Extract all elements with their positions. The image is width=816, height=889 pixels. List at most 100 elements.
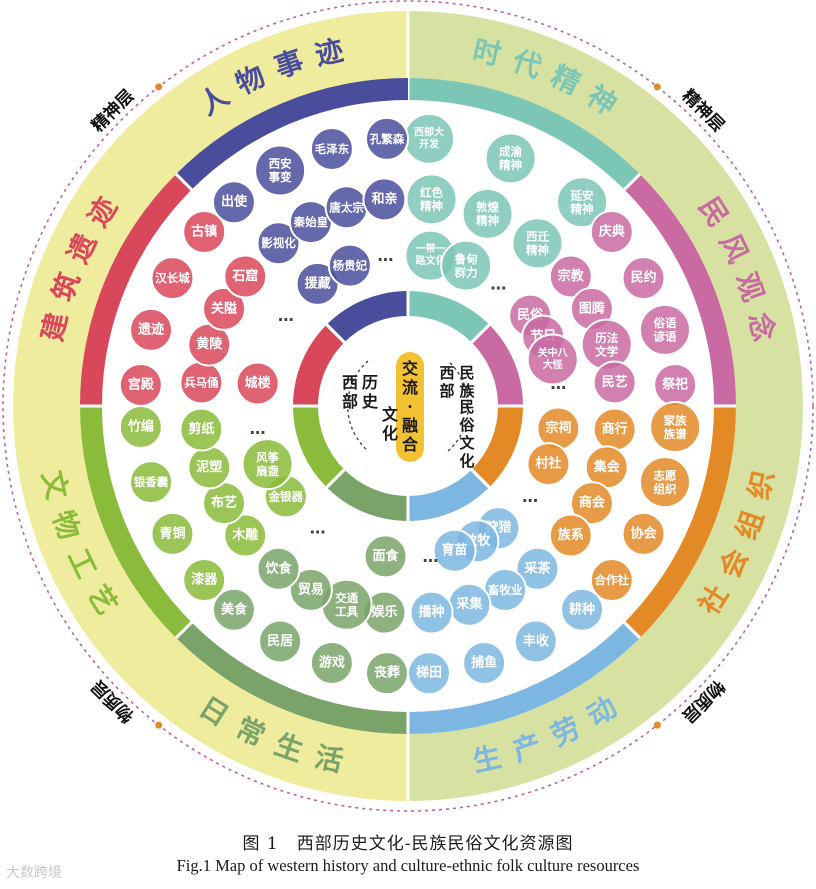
center-middle-label: · [407, 397, 413, 416]
sector-item-label: 丧葬 [374, 665, 400, 681]
sector-item-label: 银香囊 [134, 475, 169, 489]
sector-item-label: 商行 [602, 421, 628, 437]
sector-item-label: 谚语 [653, 330, 676, 344]
sector-item-jianzhu: 兵马俑 [179, 360, 224, 405]
sector-item-label: 梯田 [416, 665, 442, 681]
sector-item-bubble [621, 256, 666, 301]
inner-band-separator [325, 468, 346, 489]
sector-item-bubble [621, 511, 666, 556]
center-left-label: 历 [362, 373, 378, 392]
sector-item-bubble [556, 176, 609, 229]
figure-caption-chinese: 图 1 西部历史文化-民族民俗文化资源图 [242, 834, 574, 854]
sector-item-renwu: 和亲 [362, 177, 407, 222]
center-left-dashed-arrow [347, 360, 369, 452]
sector-item-bubble [256, 221, 301, 266]
inner-band-separator [470, 468, 491, 489]
sector-item-richang: 丧葬 [364, 651, 409, 696]
sector-item-label: 图腾 [579, 300, 606, 316]
figure-caption-english: Fig.1 Map of western history and culture… [176, 856, 640, 875]
sector-item-shidai: … [490, 274, 506, 293]
sector-item-bubble [211, 587, 256, 632]
sector-item-shehui: 商行 [592, 407, 637, 452]
sector-item-jianzhu: 遗迹 [129, 307, 174, 352]
center-right-label: 部 [439, 382, 454, 400]
sector-item-wenwu: 竹编 [118, 405, 163, 450]
sector-inner-band-shidai [408, 291, 490, 343]
sector-item-shehui: 族系 [548, 513, 593, 558]
sector-item-label: 出使 [221, 194, 248, 210]
sector-item-label: 青铜 [159, 525, 185, 541]
center-middle-label: 交 [402, 359, 418, 378]
sector-item-wenwu: 泥塑 [187, 445, 232, 490]
sector-item-label: 文学 [595, 344, 618, 358]
sector-item-minfeng: 民艺 [592, 360, 637, 405]
sector-item-bubble [560, 587, 605, 632]
level-arrow-marker [155, 83, 163, 91]
sector-item-label: 西部大 [414, 125, 444, 138]
sector-item-bubble [515, 546, 560, 591]
sector-outer-band-shidai [408, 78, 640, 190]
sector-item-wenwu: 木雕 [223, 513, 268, 558]
sector-item-wenwu: 剪纸 [179, 407, 224, 452]
sector-item-label: 孔繁森 [370, 132, 405, 146]
sector-item-label: 布艺 [211, 495, 237, 511]
sector-item-label: 毛泽东 [315, 142, 350, 156]
sector-item-bubble [526, 333, 579, 386]
sector-item-label: 宗教 [558, 268, 585, 284]
sector-item-label: 美食 [221, 601, 248, 617]
center-right-label: 俗 [458, 416, 475, 434]
sector-item-bubble [129, 307, 174, 352]
sector-item-label: 兵马俑 [184, 375, 219, 389]
sector-item-label: 丰收 [523, 633, 550, 649]
sector-item-shehui: 商会 [569, 481, 614, 526]
sector-jianzhu [80, 174, 345, 408]
center-right-label: 化 [459, 452, 474, 470]
sector-outer-band-wenwu [80, 406, 192, 638]
sector-item-label: 关中八 [538, 346, 569, 359]
sector-item-bubble [327, 243, 372, 288]
sector-item-label: 宫殿 [128, 376, 155, 392]
sector-item-bubble [461, 187, 514, 240]
sector-item-richang: … [310, 519, 326, 538]
sector-item-bubble [223, 513, 268, 558]
sector-item-bubble [129, 460, 174, 505]
sector-item-minfeng: 祭祀 [653, 362, 698, 407]
sector-shehui [471, 404, 736, 638]
sector-item-renwu: 援藏 [295, 261, 340, 306]
sector-item-label: 家族 [664, 413, 687, 427]
sector-item-label: 红色 [420, 186, 443, 200]
sector-item-bubble [202, 286, 247, 331]
sector-item-bubble [288, 567, 333, 612]
center-right-label: 族 [459, 382, 475, 400]
sector-item-label: 协会 [631, 525, 658, 541]
sector-item-bubble [364, 651, 409, 696]
sector-item-jianzhu: 宫殿 [118, 362, 163, 407]
sector-item-renwu: 影视化 [256, 221, 301, 266]
sector-item-label: … [490, 274, 506, 293]
sector-item-shehui: … [522, 487, 538, 506]
center-right-label: 民 [459, 398, 474, 416]
sector-item-richang: 游戏 [309, 640, 354, 685]
sector-item-minfeng: 宗教 [548, 254, 593, 299]
sector-inner-band-minfeng [471, 324, 523, 406]
sector-item-bubble [150, 256, 195, 301]
sector-item-label: 贸易 [298, 581, 324, 597]
level-label-bottom-left-bg [83, 672, 142, 731]
sector-item-shengchan: … [422, 547, 438, 566]
sector-item-label: 石窟 [231, 268, 258, 284]
sector-item-label: 饮食 [265, 560, 293, 576]
sector-inner-band-richang [326, 469, 408, 521]
sector-item-jianzhu: 古镇 [182, 209, 227, 254]
sector-item-label: 志愿 [653, 468, 676, 482]
sector-item-label: 和亲 [371, 191, 397, 207]
sector-item-bubble [569, 481, 614, 526]
sector-item-bubble [405, 173, 458, 226]
sector-item-label: 祭祀 [661, 376, 688, 392]
sector-item-label: 西安 [269, 157, 292, 171]
sector-item-bubble [592, 360, 637, 405]
sector-inner-band-wenwu [293, 406, 345, 488]
sector-item-jianzhu: … [278, 306, 294, 325]
sector-item-label: 木雕 [231, 527, 258, 543]
